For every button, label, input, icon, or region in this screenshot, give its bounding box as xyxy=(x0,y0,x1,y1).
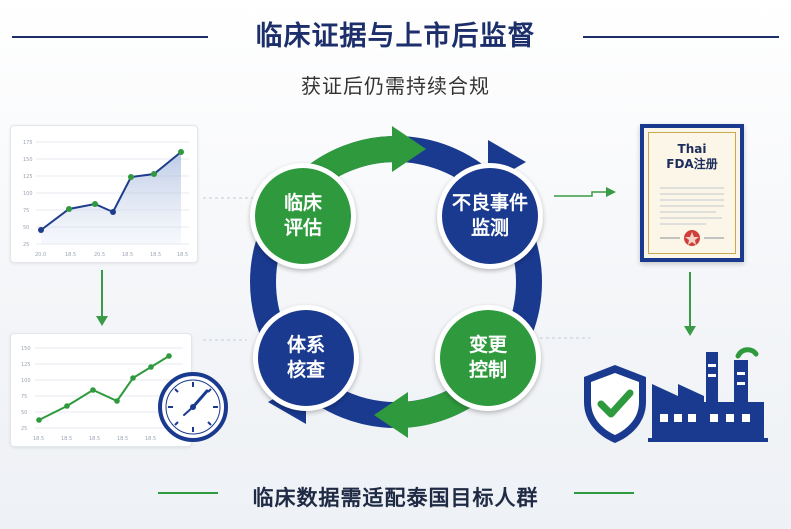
trend-point xyxy=(66,206,72,212)
chart-card-top: 175 150 125 100 75 50 25 20.0 18.5 20.5 … xyxy=(10,125,198,263)
y-tick: 75 xyxy=(23,208,29,214)
y-tick: 125 xyxy=(21,362,31,368)
y-tick: 150 xyxy=(21,346,31,352)
footer-rule-left xyxy=(158,492,218,494)
trend-chart-top: 175 150 125 100 75 50 25 20.0 18.5 20.5 … xyxy=(23,140,189,258)
cycle-arrow-bottom xyxy=(374,392,408,438)
footer-text: 临床数据需适配泰国目标人群 xyxy=(252,486,539,510)
certificate-line-2: FDA注册 xyxy=(666,157,718,171)
node-change-control: 变更控制 xyxy=(435,305,541,411)
trend-point xyxy=(92,201,98,207)
node-system-audit: 体系核查 xyxy=(253,305,359,411)
certificate-line-1: Thai xyxy=(677,142,707,156)
title-rule-left xyxy=(12,36,208,38)
trend-point xyxy=(114,398,120,404)
chart-card-bottom: 150 125 100 75 50 25 18.5 18.5 18.5 18.5… xyxy=(10,333,192,447)
node-clinical-eval: 临床评估 xyxy=(250,163,356,269)
y-tick: 125 xyxy=(23,174,33,180)
trend-point xyxy=(148,364,154,370)
factory-icon xyxy=(648,347,768,442)
x-tick: 18.5 xyxy=(145,436,156,442)
trend-point xyxy=(110,209,116,215)
trend-chart-bottom: 150 125 100 75 50 25 18.5 18.5 18.5 18.5… xyxy=(21,346,183,442)
x-tick: 18.5 xyxy=(122,252,133,258)
trend-area xyxy=(41,152,181,244)
y-tick: 75 xyxy=(21,394,27,400)
x-tick: 18.5 xyxy=(150,252,161,258)
stopwatch-icon xyxy=(158,372,228,442)
trend-point xyxy=(38,227,44,233)
trend-point xyxy=(166,353,172,359)
x-tick: 18.5 xyxy=(177,252,188,258)
trend-point xyxy=(90,387,96,393)
cycle-arrow-top xyxy=(392,126,426,172)
page-title: 临床证据与上市后监督 xyxy=(255,21,536,52)
connectors xyxy=(203,197,590,341)
node-adverse-events: 不良事件监测 xyxy=(437,163,543,269)
y-tick: 150 xyxy=(23,157,33,163)
arrow-down-right-icon xyxy=(684,272,696,336)
arrow-right-cert-icon xyxy=(554,187,616,197)
certificate-icon: Thai FDA注册 xyxy=(640,124,744,262)
trend-point xyxy=(36,417,42,423)
trend-point xyxy=(130,375,136,381)
arrow-down-left-icon xyxy=(96,270,108,326)
trend-point xyxy=(128,174,134,180)
x-tick: 20.0 xyxy=(35,252,46,258)
trend-point xyxy=(151,171,157,177)
title-rule-right xyxy=(583,36,779,38)
shield-check-icon xyxy=(584,365,646,443)
y-tick: 50 xyxy=(21,410,27,416)
trend-point xyxy=(64,403,70,409)
y-tick: 100 xyxy=(21,378,31,384)
y-tick: 25 xyxy=(23,242,29,248)
trend-point xyxy=(178,149,184,155)
y-tick: 100 xyxy=(23,191,33,197)
y-tick: 175 xyxy=(23,140,33,146)
y-tick: 50 xyxy=(23,225,29,231)
x-tick: 18.5 xyxy=(61,436,72,442)
x-tick: 18.5 xyxy=(117,436,128,442)
x-tick: 20.5 xyxy=(94,252,105,258)
x-tick: 18.5 xyxy=(89,436,100,442)
x-tick: 18.5 xyxy=(65,252,76,258)
x-tick: 18.5 xyxy=(33,436,44,442)
footer-rule-right xyxy=(574,492,634,494)
page-subtitle: 获证后仍需持续合规 xyxy=(301,74,490,98)
y-tick: 25 xyxy=(21,426,27,432)
